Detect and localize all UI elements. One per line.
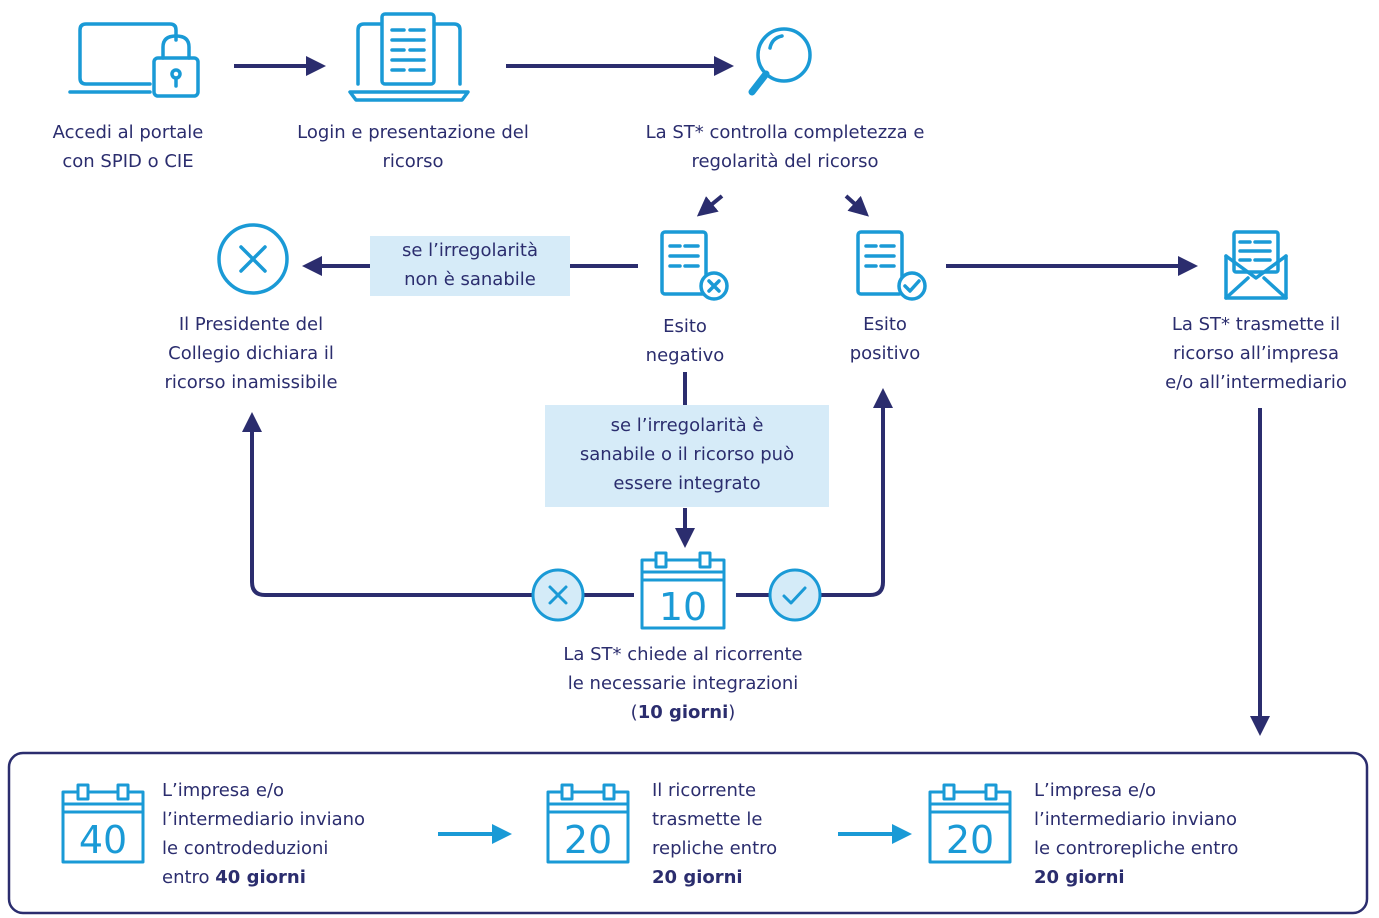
calendar-number: 20: [564, 818, 612, 862]
integration-deadline: (10 giorni): [630, 702, 736, 723]
calendar-20-icon: 20: [546, 783, 630, 864]
bottom-box: [7, 751, 1369, 915]
calendar-number: 10: [659, 585, 707, 629]
calendar-20-icon: 20: [928, 783, 1012, 864]
calendar-number: 20: [946, 818, 994, 862]
calendar-number: 40: [79, 818, 127, 862]
arrow-check-to-positive: [844, 194, 869, 217]
ok-circle-icon: [768, 568, 822, 622]
arrow-integration-ok-to-positive: [736, 388, 893, 597]
magnifier-icon: [748, 27, 812, 96]
document-x-icon: [660, 230, 729, 301]
envelope-document-icon: [1224, 230, 1288, 300]
arrow-integration-fail-to-inadmissible: [242, 412, 634, 597]
laptop-lock-icon: [68, 22, 200, 98]
calendar-icon: 10: [640, 551, 726, 630]
arrow-check-to-negative: [696, 194, 724, 217]
fail-circle-icon: [531, 568, 585, 622]
calendar-40-icon: 40: [61, 783, 145, 864]
document-check-icon: [856, 230, 927, 301]
circle-x-icon: [217, 223, 289, 295]
laptop-document-icon: [348, 12, 470, 102]
